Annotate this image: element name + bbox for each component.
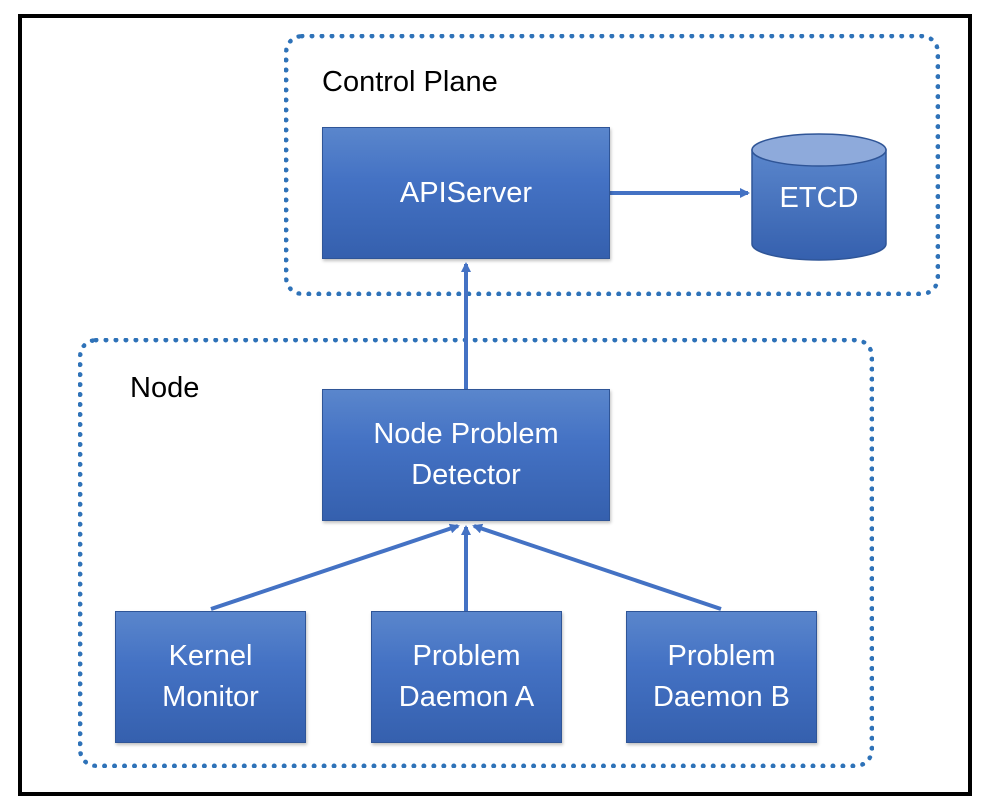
node-group [78,338,874,768]
apiserver-box: APIServer [322,127,610,259]
problem-daemon-a-label-line1: Problem [412,640,521,672]
problem-daemon-b-label-line2: Daemon B [652,681,790,713]
apiserver-label: APIServer [399,176,533,209]
node-label: Node [130,372,200,404]
node-problem-detector-label-line1: Node Problem [373,418,559,450]
kernel-monitor-label-line2: Monitor [162,681,259,713]
problem-daemon-a-box: Problem Daemon A [371,611,562,743]
problem-daemon-b-box: Problem Daemon B [626,611,817,743]
control-plane-group [284,34,940,296]
kernel-monitor-box: Kernel Monitor [115,611,306,743]
etcd-label: ETCD [779,182,859,214]
node-problem-detector-box: Node Problem Detector [322,389,610,521]
kernel-monitor-label-line1: Kernel [168,640,253,672]
problem-daemon-b-label-line1: Problem [667,640,776,672]
control-plane-label: Control Plane [322,66,498,98]
node-problem-detector-label-line2: Detector [411,459,521,491]
problem-daemon-a-label-line2: Daemon A [398,681,535,713]
